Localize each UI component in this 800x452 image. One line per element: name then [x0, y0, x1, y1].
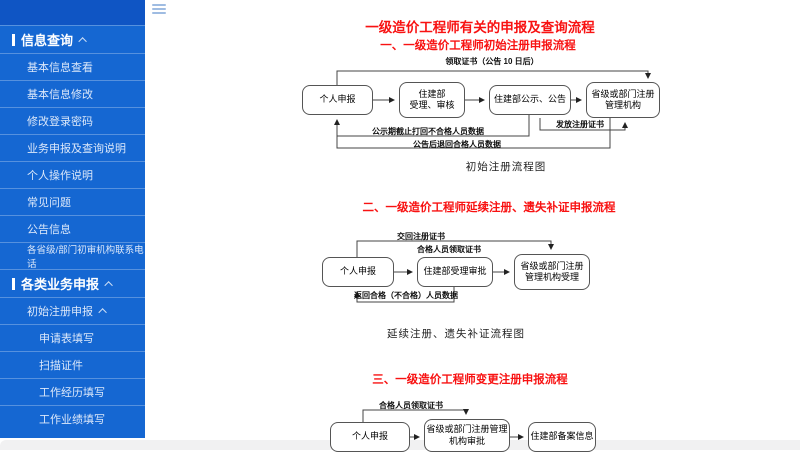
sidebar-section-info-query[interactable]: 信息查询 — [0, 25, 145, 53]
item-label: 业务申报及查询说明 — [27, 143, 126, 155]
section-marker-bar — [12, 277, 15, 290]
flow1-node-provincial-agency: 省级或部门注册 管理机构 — [586, 82, 660, 118]
flow2-label-qualified-receive: 合格人员领取证书 — [417, 245, 481, 254]
flow1-node-personal-declare: 个人申报 — [302, 85, 373, 115]
item-label: 初始注册申报 — [27, 306, 93, 318]
chevron-up-icon — [98, 308, 107, 317]
flow1-label-receive-certificate: 领取证书（公告 10 日后） — [445, 57, 539, 66]
flow2-label-return-certificate: 交回注册证书 — [397, 232, 445, 241]
section-label: 信息查询 — [21, 33, 74, 48]
flow3-node-personal-declare: 个人申报 — [330, 422, 410, 452]
section-1-heading: 一、一级造价工程师初始注册申报流程 — [380, 40, 576, 52]
section-2-heading: 二、一级造价工程师延续注册、遗失补证申报流程 — [362, 202, 616, 214]
item-label: 各省级/部门初审机构联系电话 — [27, 245, 144, 270]
flow3-node-mohurd-record: 住建部备案信息 — [528, 422, 596, 452]
sidebar-item-business-declare-guide[interactable]: 业务申报及查询说明 — [0, 134, 145, 161]
sidebar-item-faq[interactable]: 常见问题 — [0, 188, 145, 215]
sidebar-item-basic-info-view[interactable]: 基本信息查看 — [0, 53, 145, 80]
flow1-label-issue-certificate: 发放注册证书 — [556, 120, 604, 129]
item-label: 修改登录密码 — [27, 116, 93, 128]
flow2-label-return-data: 返回合格（不合格）人员数据 — [354, 291, 458, 300]
item-label: 个人操作说明 — [27, 170, 93, 182]
sidebar-item-personal-operation-guide[interactable]: 个人操作说明 — [0, 161, 145, 188]
sidebar-item-announcements[interactable]: 公告信息 — [0, 215, 145, 242]
sidebar-item-initial-registration[interactable]: 初始注册申报 — [0, 297, 145, 324]
sidebar: 信息查询 基本信息查看 基本信息修改 修改登录密码 业务申报及查询说明 个人操作… — [0, 0, 145, 438]
menu-toggle-icon[interactable] — [152, 4, 166, 16]
sidebar-item-work-achievements[interactable]: 工作业绩填写 — [0, 405, 145, 432]
sidebar-top-strip — [0, 0, 145, 25]
item-label: 公告信息 — [27, 224, 71, 236]
flow1-label-return-unqualified: 公示期截止打回不合格人员数据 — [372, 127, 484, 136]
sidebar-item-scan-documents[interactable]: 扫描证件 — [0, 351, 145, 378]
sidebar-item-basic-info-edit[interactable]: 基本信息修改 — [0, 80, 145, 107]
sidebar-section-business-declare[interactable]: 各类业务申报 — [0, 269, 145, 297]
item-label: 工作业绩填写 — [39, 414, 105, 426]
chevron-up-icon — [78, 36, 87, 46]
section-3-heading: 三、一级造价工程师变更注册申报流程 — [372, 374, 568, 386]
flow2-caption: 延续注册、遗失补证流程图 — [387, 328, 525, 340]
chevron-up-icon — [104, 280, 113, 290]
flow2-node-personal-declare: 个人申报 — [322, 257, 394, 287]
flow1-caption: 初始注册流程图 — [465, 161, 547, 173]
flow3-node-provincial-agency-approval: 省级或部门注册管理 机构审批 — [424, 419, 510, 452]
flow1-node-mohurd-review: 住建部 受理、审核 — [399, 82, 465, 118]
flow2-node-provincial-agency-accept: 省级或部门注册 管理机构受理 — [514, 254, 590, 290]
flow1-label-return-qualified: 公告后退回合格人员数据 — [413, 140, 501, 149]
section-marker-bar — [12, 33, 15, 46]
item-label: 基本信息查看 — [27, 62, 93, 74]
sidebar-item-application-form[interactable]: 申请表填写 — [0, 324, 145, 351]
item-label: 常见问题 — [27, 197, 71, 209]
item-label: 扫描证件 — [39, 360, 83, 372]
page-title: 一级造价工程师有关的申报及查询流程 — [365, 20, 595, 35]
sidebar-item-change-password[interactable]: 修改登录密码 — [0, 107, 145, 134]
flow3-label-qualified-receive: 合格人员领取证书 — [379, 401, 443, 410]
item-label: 申请表填写 — [39, 333, 94, 345]
flow2-node-mohurd-approval: 住建部受理审批 — [417, 257, 493, 287]
sidebar-item-work-experience[interactable]: 工作经历填写 — [0, 378, 145, 405]
section-label: 各类业务申报 — [21, 277, 100, 292]
item-label: 基本信息修改 — [27, 89, 93, 101]
flow1-node-mohurd-publicity: 住建部公示、公告 — [489, 85, 571, 115]
item-label: 工作经历填写 — [39, 387, 105, 399]
sidebar-item-review-agency-contacts[interactable]: 各省级/部门初审机构联系电话 — [0, 242, 145, 270]
